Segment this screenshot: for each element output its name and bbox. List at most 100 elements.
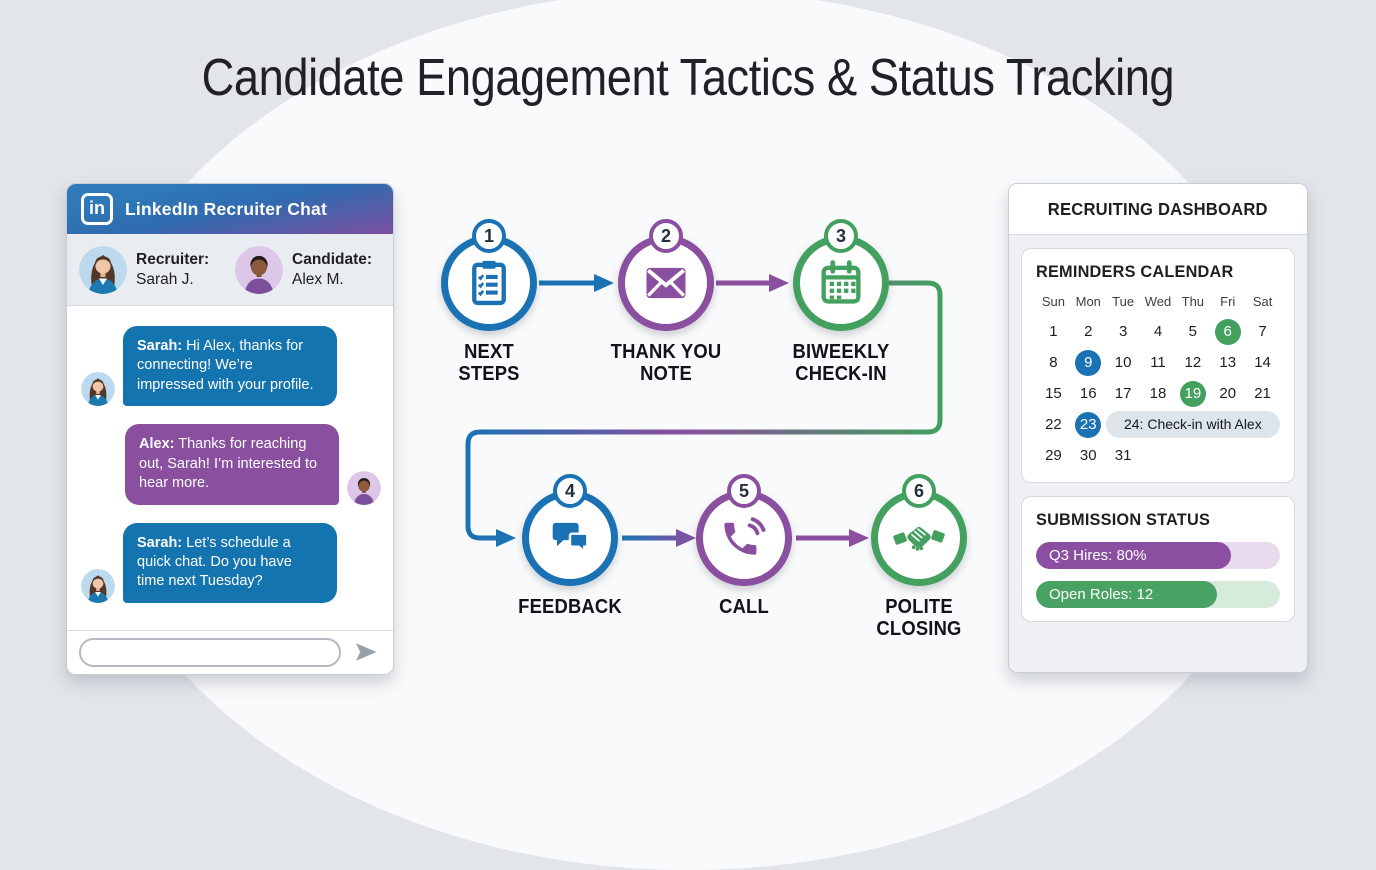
submission-status-title: SUBMISSION STATUS xyxy=(1036,510,1211,529)
calendar-title: REMINDERS CALENDAR xyxy=(1036,262,1234,281)
step-label-line: CALL xyxy=(719,596,769,618)
calendar-day[interactable]: 16 xyxy=(1079,385,1097,402)
flow-step-thank-you-note: 2 THANK YOU NOTE xyxy=(611,219,721,385)
handshake-icon xyxy=(893,526,945,551)
step-number-badge: 2 xyxy=(649,219,683,253)
calendar-day[interactable]: 4 xyxy=(1153,323,1163,340)
chat-participants: Recruiter: Sarah J. Candidate: Alex M. xyxy=(67,234,393,306)
message-input[interactable] xyxy=(79,638,341,667)
open-roles-progress-bar: Open Roles: 12 xyxy=(1036,581,1280,608)
flow-step-biweekly-check-in: 3 BIWEEKLY CHECK-IN xyxy=(793,219,889,385)
step-number-badge: 4 xyxy=(553,474,587,508)
calendar-icon xyxy=(821,260,861,304)
calendar-day[interactable]: 13 xyxy=(1219,354,1237,371)
recruiting-dashboard: RECRUITING DASHBOARD REMINDERS CALENDAR … xyxy=(1008,183,1308,673)
calendar-day[interactable]: 29 xyxy=(1045,447,1062,464)
participant-recruiter: Recruiter: Sarah J. xyxy=(79,246,225,294)
recruiter-avatar xyxy=(79,246,127,294)
candidate-avatar xyxy=(235,246,283,294)
calendar-day[interactable]: 10 xyxy=(1114,354,1132,371)
message-text: Hi Alex, thanks for connecting! We’re im… xyxy=(137,338,314,393)
calendar-day-header: Mon xyxy=(1075,294,1101,309)
calendar-day[interactable]: 5 xyxy=(1188,323,1198,340)
chat-bubble-sarah-2: Sarah: Let’s schedule a quick chat. Do y… xyxy=(123,522,337,603)
calendar-day[interactable]: 19 xyxy=(1175,380,1210,407)
step-number-badge: 3 xyxy=(824,219,858,253)
message-row: Sarah: Hi Alex, thanks for connecting! W… xyxy=(81,326,381,407)
message-sender: Sarah: xyxy=(137,534,183,551)
calendar-day-header: Fri xyxy=(1220,294,1236,309)
chat-header-title: LinkedIn Recruiter Chat xyxy=(125,198,327,219)
chat-messages: Sarah: Hi Alex, thanks for connecting! W… xyxy=(67,306,393,630)
calendar-day[interactable]: 23 xyxy=(1071,411,1106,438)
calendar-day[interactable]: 31 xyxy=(1114,447,1132,464)
step-label-line: STEPS xyxy=(458,363,520,385)
calendar-day-header: Thu xyxy=(1181,294,1205,309)
calendar-day[interactable]: 2 xyxy=(1084,323,1093,340)
calendar-day[interactable]: 17 xyxy=(1114,385,1132,402)
calendar-day[interactable]: 15 xyxy=(1045,385,1062,402)
message-row: Alex: Thanks for reaching out, Sarah! I’… xyxy=(81,424,381,505)
step-label-line: CLOSING xyxy=(876,618,962,640)
step-label-line: THANK YOU xyxy=(610,341,722,363)
calendar-day[interactable]: 8 xyxy=(1049,354,1058,371)
q3-hires-progress-fill: Q3 Hires: 80% xyxy=(1036,542,1232,569)
calendar-day[interactable]: 7 xyxy=(1258,323,1267,340)
calendar-day[interactable]: 21 xyxy=(1254,385,1271,402)
calendar-day[interactable]: 22 xyxy=(1045,416,1062,433)
calendar-day[interactable]: 3 xyxy=(1118,323,1128,340)
alex-avatar xyxy=(347,471,381,505)
step-label-line: NEXT xyxy=(464,341,514,363)
calendar-day[interactable]: 14 xyxy=(1254,354,1271,371)
step-label-line: NOTE xyxy=(640,363,692,385)
send-button[interactable] xyxy=(351,638,381,668)
engagement-flow: 1 NEXT STEPS 2 THANK YOU NOTE xyxy=(430,185,1010,685)
submission-status-card: SUBMISSION STATUS Q3 Hires: 80% Open Rol… xyxy=(1021,496,1295,622)
calendar-day[interactable]: 1 xyxy=(1049,323,1058,340)
calendar-day[interactable]: 9 xyxy=(1071,349,1106,376)
calendar-day-header: Tue xyxy=(1112,294,1135,309)
message-text: Thanks for reaching out, Sarah! I’m inte… xyxy=(139,436,318,492)
flow-step-next-steps: 1 NEXT STEPS xyxy=(441,219,537,385)
candidate-role-label: Candidate: xyxy=(292,251,373,269)
dashboard-title: RECRUITING DASHBOARD xyxy=(1048,198,1268,219)
calendar-day-header: Sat xyxy=(1252,294,1273,309)
message-row: Sarah: Let’s schedule a quick chat. Do y… xyxy=(81,522,381,603)
chat-bubbles-icon xyxy=(552,522,589,555)
flow-step-feedback: 4 FEEDBACK xyxy=(518,474,622,618)
calendar-day[interactable]: 30 xyxy=(1079,447,1097,464)
page-title: Candidate Engagement Tactics & Status Tr… xyxy=(201,49,1175,107)
chat-header: in LinkedIn Recruiter Chat xyxy=(67,184,393,234)
flow-step-call: 5 CALL xyxy=(696,474,792,618)
candidate-name: Alex M. xyxy=(292,270,344,288)
calendar-day[interactable]: 11 xyxy=(1150,354,1166,371)
envelope-icon xyxy=(646,267,686,299)
step-label-line: CHECK-IN xyxy=(795,363,887,385)
flow-connectors xyxy=(465,274,943,547)
chat-input-row xyxy=(67,630,393,674)
calendar-event-pill[interactable]: 24: Check-in with Alex xyxy=(1105,411,1280,438)
step-label-line: FEEDBACK xyxy=(518,596,622,618)
recruiter-role-label: Recruiter: xyxy=(136,251,210,269)
calendar-day-header: Wed xyxy=(1144,294,1172,309)
flow-step-polite-closing: 6 POLITE CLOSING xyxy=(871,474,967,640)
send-icon xyxy=(356,642,377,661)
q3-hires-progress-bar: Q3 Hires: 80% xyxy=(1036,542,1280,569)
calendar-day[interactable]: 12 xyxy=(1184,354,1202,371)
calendar-day[interactable]: 6 xyxy=(1210,318,1245,345)
calendar-day[interactable]: 20 xyxy=(1219,385,1237,402)
linkedin-chat-panel: in LinkedIn Recruiter Chat Recruiter: Sa… xyxy=(66,183,394,675)
step-number-badge: 6 xyxy=(902,474,936,508)
step-label-line: POLITE xyxy=(885,596,953,618)
recruiter-name: Sarah J. xyxy=(136,270,194,288)
chat-bubble-sarah-1: Sarah: Hi Alex, thanks for connecting! W… xyxy=(123,326,337,407)
calendar-day-header: Sun xyxy=(1041,294,1065,309)
participant-candidate: Candidate: Alex M. xyxy=(235,246,381,294)
message-sender: Sarah: xyxy=(137,338,183,354)
step-number-badge: 1 xyxy=(472,219,506,253)
sarah-avatar xyxy=(81,569,115,603)
message-text: Let’s schedule a quick chat. Do you have… xyxy=(137,534,292,590)
chat-bubble-alex-1: Alex: Thanks for reaching out, Sarah! I’… xyxy=(125,424,339,505)
calendar-day[interactable]: 18 xyxy=(1149,385,1167,402)
